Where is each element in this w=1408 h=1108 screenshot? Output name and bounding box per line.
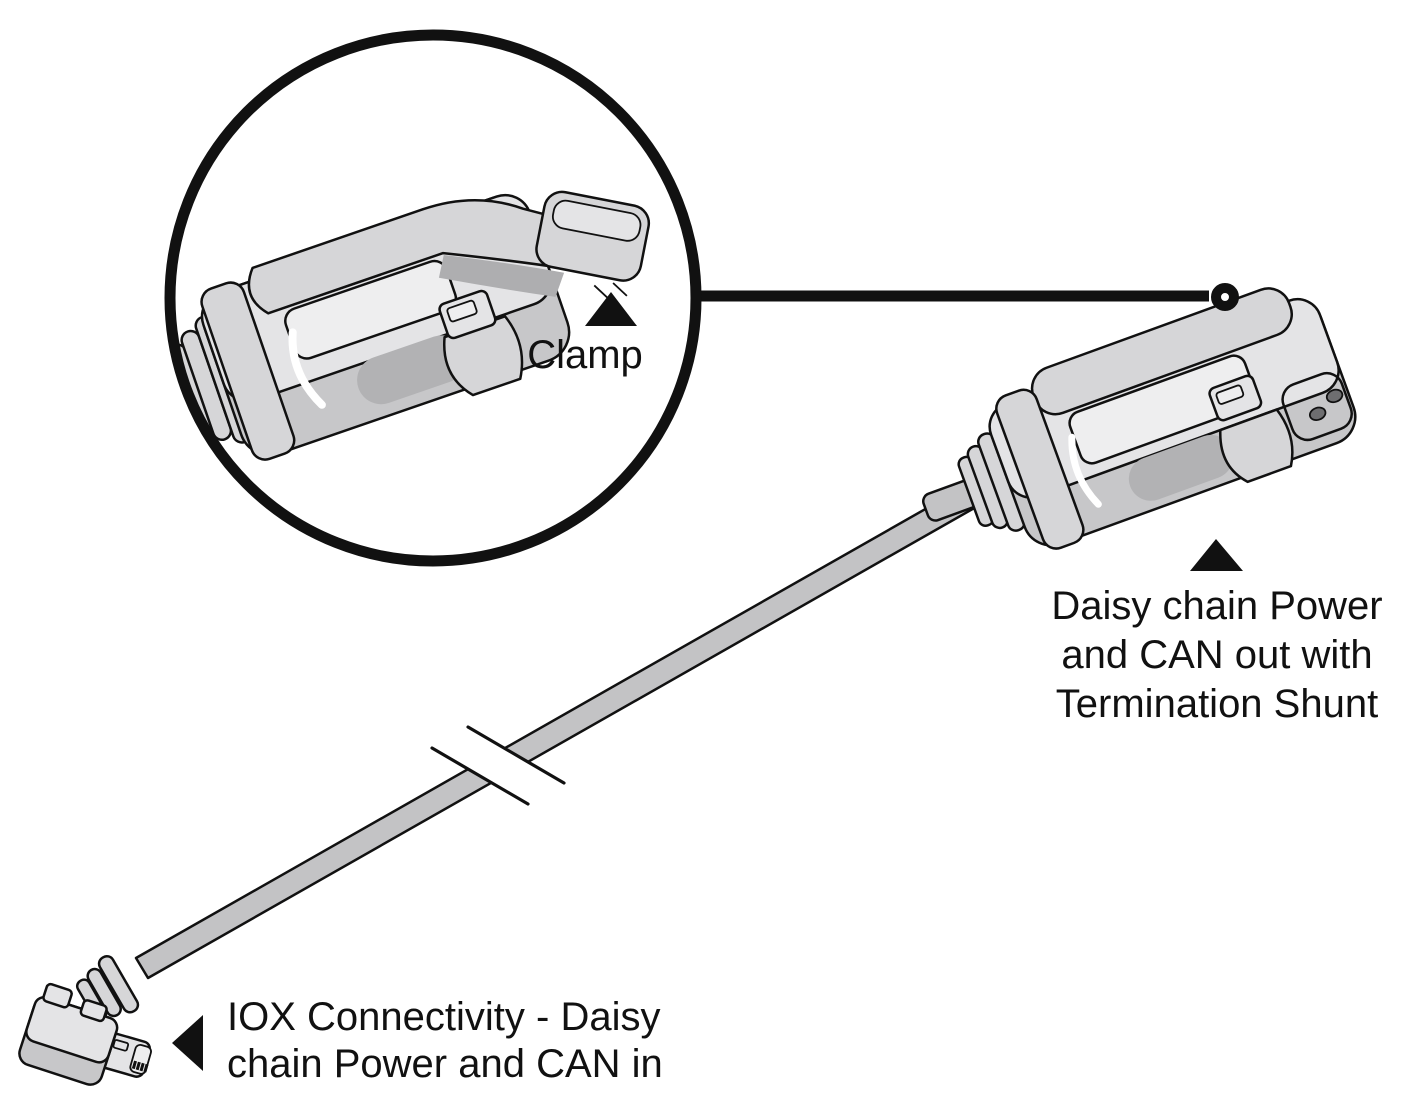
device-led-dot [1308,406,1327,421]
up-triangle-icon [1190,539,1243,571]
daisy-out-label-line3: Termination Shunt [1056,682,1378,726]
up-triangle-icon [585,292,637,326]
inset-clamp-strap [247,198,574,315]
iox-in-label-line1: IOX Connectivity - Daisy [227,995,660,1039]
iox-in-label-group: IOX Connectivity - Daisy chain Power and… [172,995,663,1086]
inset-clamp-pad [535,190,651,299]
magnifier-circle [164,29,702,567]
clamp-label-group: Clamp [527,292,643,377]
daisy-out-label-line2: and CAN out with [1061,633,1372,677]
cable-break [430,725,566,806]
iox-device-illustration [922,287,1357,550]
mini-usb-body [18,982,119,1086]
device-led-dot [1325,388,1344,404]
clamp-label: Clamp [527,333,643,377]
device-clamp-hook [1219,408,1294,484]
inset-slot [357,335,466,405]
device-slot [1128,434,1233,501]
cable [134,468,1008,980]
daisy-out-label-line1: Daisy chain Power [1051,584,1382,628]
callout-anchor-ring [1211,283,1239,311]
mini-usb-connector [18,954,152,1086]
left-triangle-icon [172,1015,203,1071]
daisy-out-label-group: Daisy chain Power and CAN out with Termi… [1051,539,1383,726]
iox-in-label-line2: chain Power and CAN in [227,1042,663,1086]
